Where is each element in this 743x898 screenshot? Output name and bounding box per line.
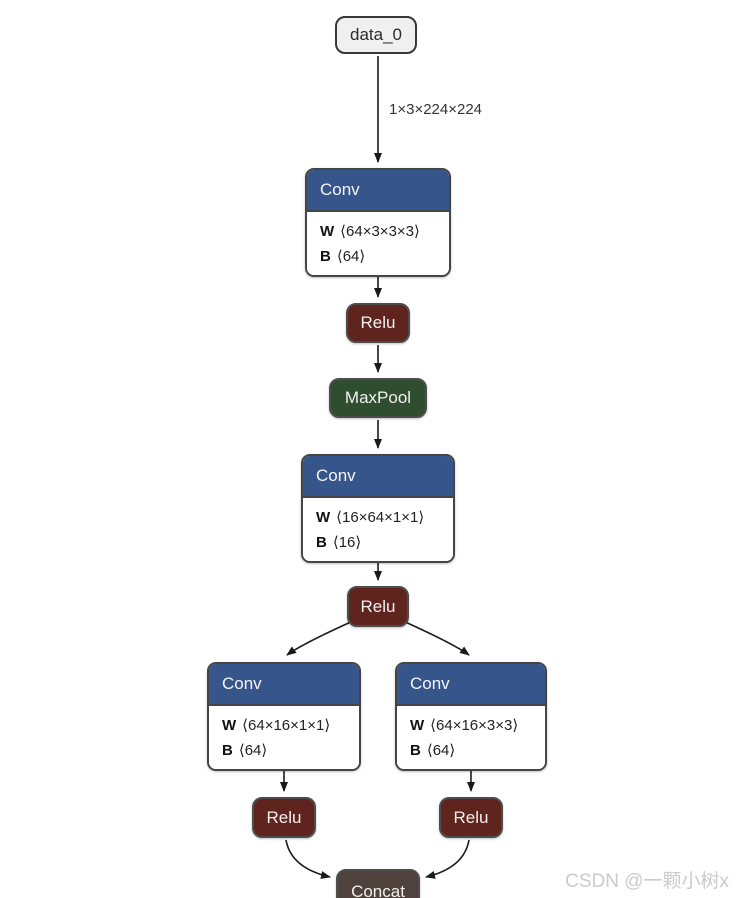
maxpool-label: MaxPool xyxy=(344,388,412,407)
conv3-right-node[interactable]: Conv W ⟨64×16×3×3⟩ B ⟨64⟩ xyxy=(395,662,547,771)
param-w-shape: ⟨64×16×1×1⟩ xyxy=(242,717,331,734)
param-line-w: W ⟨64×16×3×3⟩ xyxy=(410,713,532,738)
param-b-label: B xyxy=(222,742,233,759)
param-line-b: B ⟨64⟩ xyxy=(320,244,436,269)
param-w-label: W xyxy=(320,223,335,240)
input-node-data0[interactable]: data_0 xyxy=(335,16,417,54)
relu3-right-node[interactable]: Relu xyxy=(439,797,503,838)
concat-node[interactable]: Concat xyxy=(336,869,420,898)
conv1-params: W ⟨64×3×3×3⟩ B ⟨64⟩ xyxy=(307,212,449,275)
input-node-label: data_0 xyxy=(350,25,402,44)
conv2-node[interactable]: Conv W ⟨16×64×1×1⟩ B ⟨16⟩ xyxy=(301,454,455,563)
param-line-w: W ⟨64×3×3×3⟩ xyxy=(320,219,436,244)
concat-label: Concat xyxy=(351,882,405,898)
conv3-left-params: W ⟨64×16×1×1⟩ B ⟨64⟩ xyxy=(209,706,359,769)
conv3-left-title[interactable]: Conv xyxy=(209,664,359,706)
param-b-label: B xyxy=(316,534,327,551)
edge-relu2-conv3right xyxy=(402,620,470,656)
edge-relu3right-concat xyxy=(425,839,470,879)
edge-label-input-shape: 1×3×224×224 xyxy=(389,101,483,118)
relu3-left-node[interactable]: Relu xyxy=(252,797,316,838)
relu2-node[interactable]: Relu xyxy=(347,586,409,627)
conv1-node[interactable]: Conv W ⟨64×3×3×3⟩ B ⟨64⟩ xyxy=(305,168,451,277)
param-line-w: W ⟨64×16×1×1⟩ xyxy=(222,713,346,738)
param-w-label: W xyxy=(222,717,237,734)
param-w-label: W xyxy=(410,717,425,734)
relu1-node[interactable]: Relu xyxy=(346,303,410,343)
param-b-label: B xyxy=(320,248,331,265)
param-w-shape: ⟨16×64×1×1⟩ xyxy=(336,509,425,526)
conv2-params: W ⟨16×64×1×1⟩ B ⟨16⟩ xyxy=(303,498,453,561)
param-line-b: B ⟨16⟩ xyxy=(316,530,440,555)
watermark-text: CSDN @一颗小树x xyxy=(565,871,729,892)
edge-relu3left-concat xyxy=(285,839,331,879)
param-w-label: W xyxy=(316,509,331,526)
param-b-shape: ⟨64⟩ xyxy=(238,742,268,759)
relu3-left-label: Relu xyxy=(266,807,302,827)
edge-relu2-conv3left xyxy=(286,620,354,656)
relu3-right-label: Relu xyxy=(453,807,489,827)
param-w-shape: ⟨64×3×3×3⟩ xyxy=(340,223,420,240)
param-b-shape: ⟨16⟩ xyxy=(332,534,362,551)
conv2-title[interactable]: Conv xyxy=(303,456,453,498)
param-line-b: B ⟨64⟩ xyxy=(410,738,532,763)
param-line-w: W ⟨16×64×1×1⟩ xyxy=(316,505,440,530)
relu2-label: Relu xyxy=(360,596,396,616)
param-b-shape: ⟨64⟩ xyxy=(426,742,456,759)
param-b-shape: ⟨64⟩ xyxy=(336,248,366,265)
maxpool-node[interactable]: MaxPool xyxy=(329,378,427,418)
param-w-shape: ⟨64×16×3×3⟩ xyxy=(430,717,519,734)
conv3-right-title[interactable]: Conv xyxy=(397,664,545,706)
conv3-left-node[interactable]: Conv W ⟨64×16×1×1⟩ B ⟨64⟩ xyxy=(207,662,361,771)
param-b-label: B xyxy=(410,742,421,759)
relu1-label: Relu xyxy=(360,313,396,332)
param-line-b: B ⟨64⟩ xyxy=(222,738,346,763)
conv1-title[interactable]: Conv xyxy=(307,170,449,212)
conv3-right-params: W ⟨64×16×3×3⟩ B ⟨64⟩ xyxy=(397,706,545,769)
